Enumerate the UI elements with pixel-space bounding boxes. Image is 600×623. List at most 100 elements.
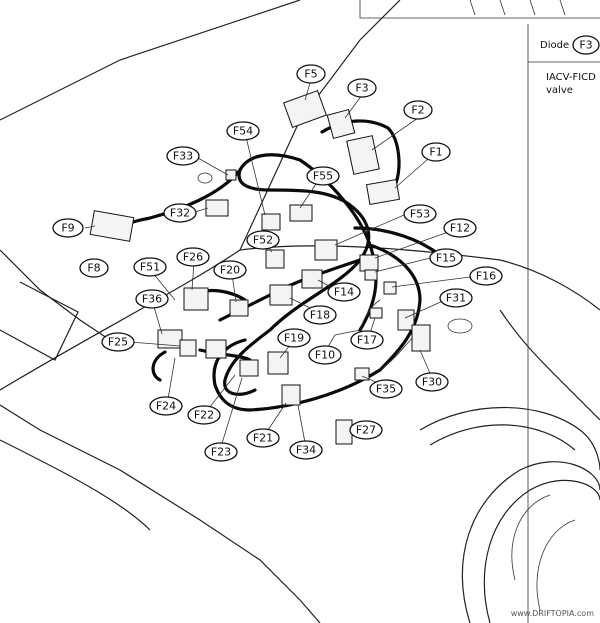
label-f34: F34	[289, 440, 323, 460]
svg-text:F9: F9	[61, 222, 74, 235]
label-f15: F15	[429, 248, 463, 268]
label-f31: F31	[439, 288, 473, 308]
label-f51: F51	[133, 257, 167, 277]
connector-f5	[282, 89, 328, 129]
label-f21: F21	[246, 428, 280, 448]
svg-text:F26: F26	[183, 251, 203, 264]
svg-text:F22: F22	[194, 409, 214, 422]
label-f20: F20	[213, 260, 247, 280]
svg-text:F32: F32	[170, 207, 190, 220]
svg-text:F17: F17	[357, 334, 377, 347]
callout-labels: F5 F3 F2 F1 F9 F8 F33 F54 F32 F55 F52 F5…	[52, 64, 503, 462]
connector-f21	[281, 384, 301, 406]
svg-text:F34: F34	[296, 444, 316, 457]
svg-text:F19: F19	[284, 332, 304, 345]
legend-valve-line2: valve	[546, 85, 573, 96]
connector-f1	[365, 178, 401, 206]
connector-f18	[269, 284, 293, 306]
label-f26: F26	[176, 247, 210, 267]
label-f32: F32	[163, 203, 197, 223]
label-f52: F52	[246, 230, 280, 250]
svg-text:F5: F5	[304, 68, 317, 81]
connector-f30	[411, 324, 431, 352]
svg-text:F8: F8	[87, 262, 100, 275]
svg-text:F14: F14	[334, 286, 354, 299]
connector-f35	[354, 367, 370, 381]
connector-f14	[301, 269, 323, 289]
legend-diode-label: Diode	[540, 40, 569, 51]
svg-text:F24: F24	[156, 400, 176, 413]
svg-text:F31: F31	[446, 292, 466, 305]
label-f22: F22	[187, 405, 221, 425]
label-f18: F18	[303, 305, 337, 325]
connector-f3	[326, 108, 356, 140]
connector-f55	[289, 204, 313, 222]
svg-text:F25: F25	[108, 336, 128, 349]
svg-text:F12: F12	[450, 222, 470, 235]
svg-text:F35: F35	[376, 383, 396, 396]
label-f17: F17	[350, 330, 384, 350]
connector-f22	[239, 359, 259, 377]
label-f16: F16	[469, 266, 503, 286]
svg-text:F33: F33	[173, 150, 193, 163]
legend-diode-oval	[572, 35, 600, 55]
connector-f53	[314, 239, 338, 261]
connector-f25	[179, 339, 197, 357]
connector-f19	[267, 351, 289, 375]
label-f14: F14	[327, 282, 361, 302]
label-f36: F36	[135, 289, 169, 309]
svg-text:F52: F52	[253, 234, 273, 247]
svg-text:F23: F23	[211, 446, 231, 459]
connector-f52	[265, 249, 285, 269]
connector-f27	[335, 419, 353, 445]
watermark-text: www.DRIFTOPIA.com	[511, 609, 595, 618]
label-f23: F23	[204, 442, 238, 462]
label-f25: F25	[101, 332, 135, 352]
label-f5: F5	[296, 64, 326, 84]
label-f24: F24	[149, 396, 183, 416]
svg-text:F21: F21	[253, 432, 273, 445]
legend-valve-line1: IACV-FICD	[546, 72, 596, 83]
svg-text:F54: F54	[233, 125, 253, 138]
svg-text:F18: F18	[310, 309, 330, 322]
svg-text:F20: F20	[220, 264, 240, 277]
svg-text:F27: F27	[356, 424, 376, 437]
label-f27: F27	[349, 420, 383, 440]
connector-f26	[183, 287, 209, 311]
label-f33: F33	[166, 146, 200, 166]
label-f1: F1	[421, 142, 451, 162]
label-f55: F55	[306, 166, 340, 186]
connector-f32	[205, 199, 229, 217]
connector-components	[89, 89, 431, 445]
connector-f2	[346, 135, 380, 175]
svg-text:F1: F1	[429, 146, 442, 159]
connector-f15	[364, 269, 378, 281]
legend-diode-code: F3	[579, 39, 592, 52]
connector-f9	[89, 210, 135, 242]
label-f8: F8	[79, 258, 109, 278]
legend-box: Diode F3 IACV-FICD valve	[527, 24, 600, 623]
connector-f24	[205, 339, 227, 359]
label-f9: F9	[52, 218, 84, 238]
label-f35: F35	[369, 379, 403, 399]
svg-text:F30: F30	[422, 376, 442, 389]
svg-text:F53: F53	[410, 208, 430, 221]
svg-text:F55: F55	[313, 170, 333, 183]
connector-f54-lower	[261, 213, 281, 231]
svg-text:F16: F16	[476, 270, 496, 283]
svg-text:F36: F36	[142, 293, 162, 306]
label-f53: F53	[403, 204, 437, 224]
label-f3: F3	[347, 78, 377, 98]
svg-text:F3: F3	[355, 82, 368, 95]
svg-text:F51: F51	[140, 261, 160, 274]
connector-f17	[369, 307, 383, 319]
connector-f12	[359, 254, 379, 272]
label-f2: F2	[403, 100, 433, 120]
svg-text:F10: F10	[315, 349, 335, 362]
connector-f20	[229, 299, 249, 317]
svg-text:F2: F2	[411, 104, 424, 117]
connector-f36	[157, 329, 183, 349]
label-f54: F54	[226, 121, 260, 141]
